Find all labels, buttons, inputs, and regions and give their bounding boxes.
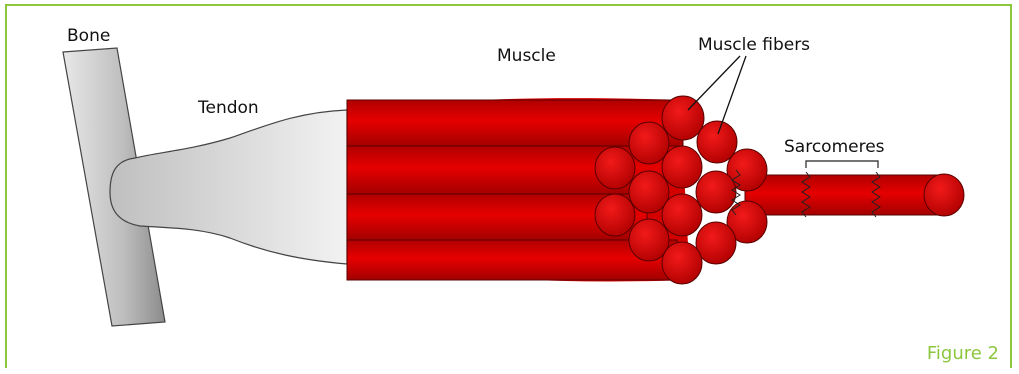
tendon-label: Tendon xyxy=(198,98,259,118)
muscle-fibers-label: Muscle fibers xyxy=(698,35,810,55)
muscle-fiber-bundle xyxy=(347,96,964,284)
figure-caption: Figure 2 xyxy=(927,343,999,364)
muscle-label: Muscle xyxy=(497,46,556,66)
sarcomeres-bracket xyxy=(806,161,878,168)
bone-label: Bone xyxy=(67,26,110,46)
sarcomeres-label: Sarcomeres xyxy=(784,137,885,157)
